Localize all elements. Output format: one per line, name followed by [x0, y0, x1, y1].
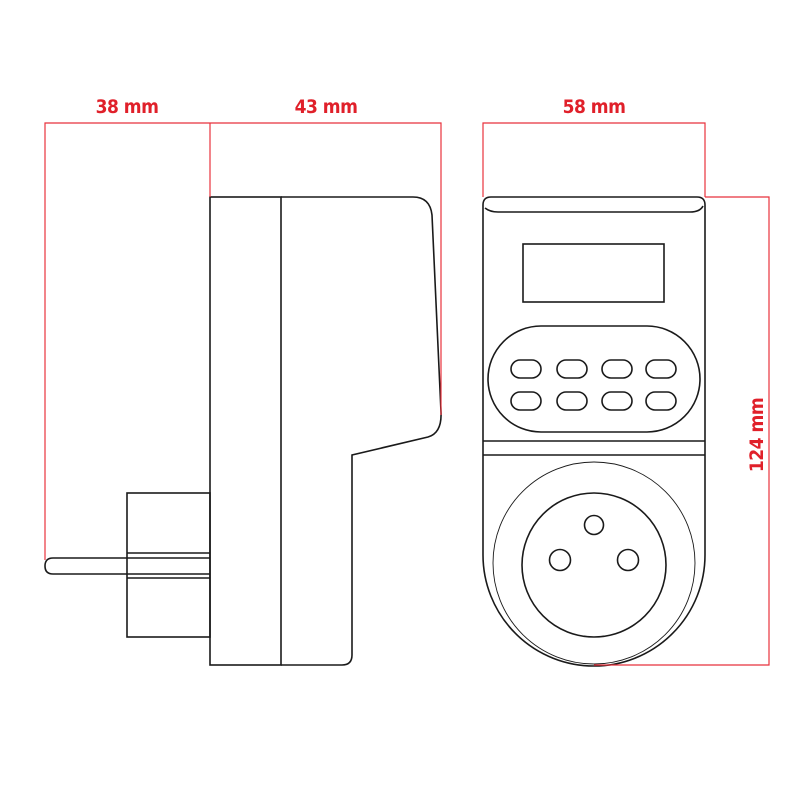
timer-button — [645, 359, 677, 379]
dimension-lines: 38 mm 43 mm 58 mm 124 mm — [44, 96, 770, 666]
label-plug-depth: 38 mm — [96, 96, 159, 118]
side-view — [44, 196, 442, 666]
socket-hole-left — [548, 548, 572, 572]
dim-side-width — [44, 122, 442, 560]
dim-front-width — [482, 122, 706, 197]
socket-face — [521, 492, 667, 638]
socket-hole-right — [616, 548, 640, 572]
label-body-depth: 43 mm — [295, 96, 358, 118]
dim-height — [594, 196, 770, 666]
label-height: 124 mm — [746, 398, 768, 472]
front-plate — [209, 196, 282, 666]
timer-button — [601, 391, 633, 411]
plug-pin — [44, 557, 210, 575]
front-housing — [482, 196, 706, 667]
timer-button — [556, 359, 588, 379]
socket-rim — [492, 461, 696, 665]
label-width: 58 mm — [563, 96, 626, 118]
timer-button — [601, 359, 633, 379]
timer-body — [281, 196, 442, 666]
button-panel — [487, 325, 701, 433]
top-band — [484, 205, 704, 213]
front-view — [482, 196, 706, 667]
lcd-display — [522, 243, 665, 303]
timer-button — [510, 391, 542, 411]
timer-button — [556, 391, 588, 411]
plug-base — [126, 492, 211, 638]
earth-pin-hole — [583, 514, 605, 536]
timer-button — [645, 391, 677, 411]
timer-button — [510, 359, 542, 379]
